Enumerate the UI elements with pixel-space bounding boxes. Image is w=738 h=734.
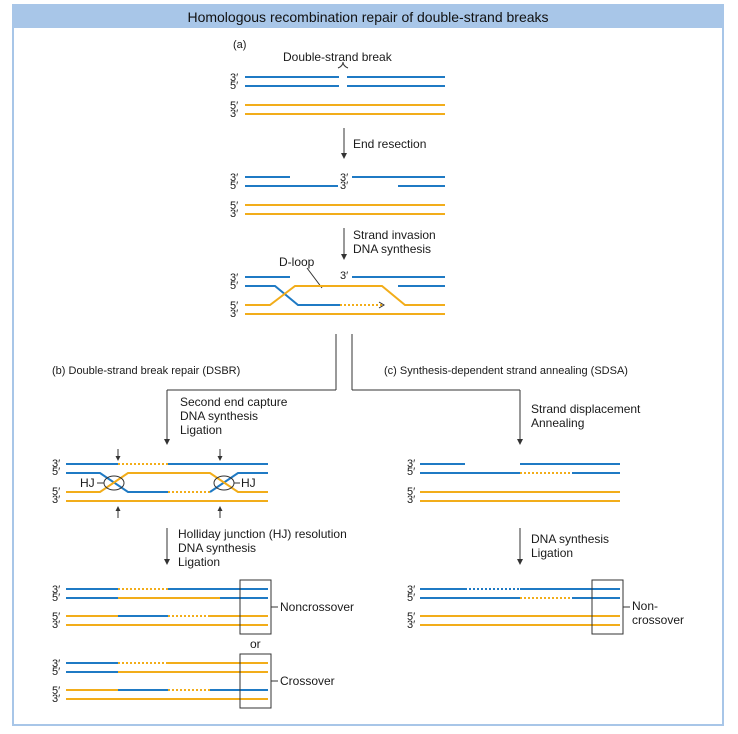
end-label: 5′: [230, 280, 238, 292]
double-holliday-junction: 3′ 5′ 5′ 3′ HJ HJ: [52, 449, 268, 518]
end-label: 5′: [407, 592, 415, 604]
hj-label: HJ: [241, 476, 256, 490]
end-label: 3′: [230, 272, 238, 284]
dna-duplex-resected: 3′ 5′ 5′ 3′ 3′ 3′: [230, 172, 445, 220]
sdsa-noncrossover-product: 3′ 5′ 5′ 3′: [407, 579, 624, 635]
dna-synthesis-label: DNA synthesis: [353, 242, 431, 256]
end-label: 3′: [230, 108, 238, 120]
end-label: 3′: [230, 308, 238, 320]
end-label: 5′: [407, 466, 415, 478]
crossover-product: 3′ 5′ 5′ 3′: [52, 653, 272, 709]
strand-invasion-label: Strand invasion: [353, 228, 436, 242]
end-label: 5′: [52, 592, 60, 604]
end-label: 3′: [52, 619, 60, 631]
displaced-yellow-strand: [245, 285, 445, 306]
ligation-label: Ligation: [178, 555, 220, 569]
end-label: 5′: [407, 611, 415, 623]
end-label: 3′: [52, 693, 60, 705]
second-end-capture-label: Second end capture: [180, 395, 288, 409]
synthesis-arrow: [378, 301, 385, 309]
annealing-label: Annealing: [531, 416, 584, 430]
end-label: 5′: [52, 666, 60, 678]
crossing-yellow-strand: [66, 472, 268, 493]
arrow-head: [164, 439, 170, 445]
dloop-label: D-loop: [279, 255, 315, 269]
panel-c-label: (c) Synthesis-dependent strand annealing…: [384, 365, 628, 377]
figure-title: Homologous recombination repair of doubl…: [14, 6, 722, 28]
dloop-pointer: [306, 267, 323, 289]
non-label: Non-: [632, 599, 658, 613]
dna-synthesis-label: DNA synthesis: [531, 532, 609, 546]
end-label: 5′: [230, 100, 238, 112]
panel-b-label: (b) Double-strand break repair (DSBR): [52, 365, 240, 377]
end-label: 3′: [407, 458, 415, 470]
end-label: 3′: [230, 72, 238, 84]
dloop-structure: 3′ 5′ 5′ 3′ 3′: [230, 270, 445, 320]
end-label: 3′: [52, 658, 60, 670]
crossover-label: crossover: [632, 613, 684, 627]
strand-displacement-label: Strand displacement: [531, 402, 641, 416]
end-label: 3′: [340, 180, 348, 192]
dna-synthesis-label: DNA synthesis: [178, 541, 256, 555]
arrow-head: [341, 254, 347, 260]
end-label: 5′: [230, 300, 238, 312]
end-label: 3′: [407, 584, 415, 596]
arrow-head: [517, 439, 523, 445]
end-label: 5′: [52, 685, 60, 697]
end-label: 3′: [52, 494, 60, 506]
arrow-head: [217, 456, 223, 461]
annealed-intermediate: 3′ 5′ 5′ 3′: [407, 458, 620, 506]
end-label: 5′: [52, 486, 60, 498]
end-label: 3′: [340, 270, 348, 282]
end-label: 3′: [230, 208, 238, 220]
ligation-label: Ligation: [531, 546, 573, 560]
invading-blue-strand: [245, 285, 340, 306]
end-resection-label: End resection: [353, 137, 426, 151]
crossover-label: Crossover: [280, 674, 335, 688]
end-label: 5′: [52, 611, 60, 623]
noncrossover-product: 3′ 5′ 5′ 3′: [52, 579, 272, 635]
end-label: 3′: [340, 172, 348, 184]
end-label: 3′: [230, 172, 238, 184]
arrow-head: [115, 506, 121, 511]
end-label: 3′: [407, 619, 415, 631]
figure-frame: Homologous recombination repair of doubl…: [12, 4, 724, 726]
hj-label: HJ: [80, 476, 95, 490]
arrow-head: [517, 559, 523, 565]
noncrossover-label: Noncrossover: [280, 600, 354, 614]
end-label: 5′: [407, 486, 415, 498]
crossing-blue-strand: [209, 472, 268, 493]
end-label: 3′: [52, 458, 60, 470]
hj-resolution-label: Holliday junction (HJ) resolution: [178, 527, 347, 541]
dsb-bracket: [337, 61, 349, 69]
end-label: 5′: [230, 80, 238, 92]
end-label: 5′: [230, 200, 238, 212]
dna-duplex-intact: 3′ 5′ 5′ 3′: [230, 72, 445, 120]
ligation-label: Ligation: [180, 423, 222, 437]
or-label: or: [250, 637, 261, 651]
dna-synthesis-label: DNA synthesis: [180, 409, 258, 423]
arrow-head: [164, 559, 170, 565]
end-label: 5′: [230, 180, 238, 192]
arrow-head: [115, 456, 121, 461]
end-label: 5′: [52, 466, 60, 478]
end-label: 3′: [407, 494, 415, 506]
end-label: 3′: [52, 584, 60, 596]
arrow-head: [217, 506, 223, 511]
arrow-head: [341, 153, 347, 159]
panel-a-label: (a): [233, 39, 246, 51]
dsb-label: Double-strand break: [283, 50, 393, 64]
